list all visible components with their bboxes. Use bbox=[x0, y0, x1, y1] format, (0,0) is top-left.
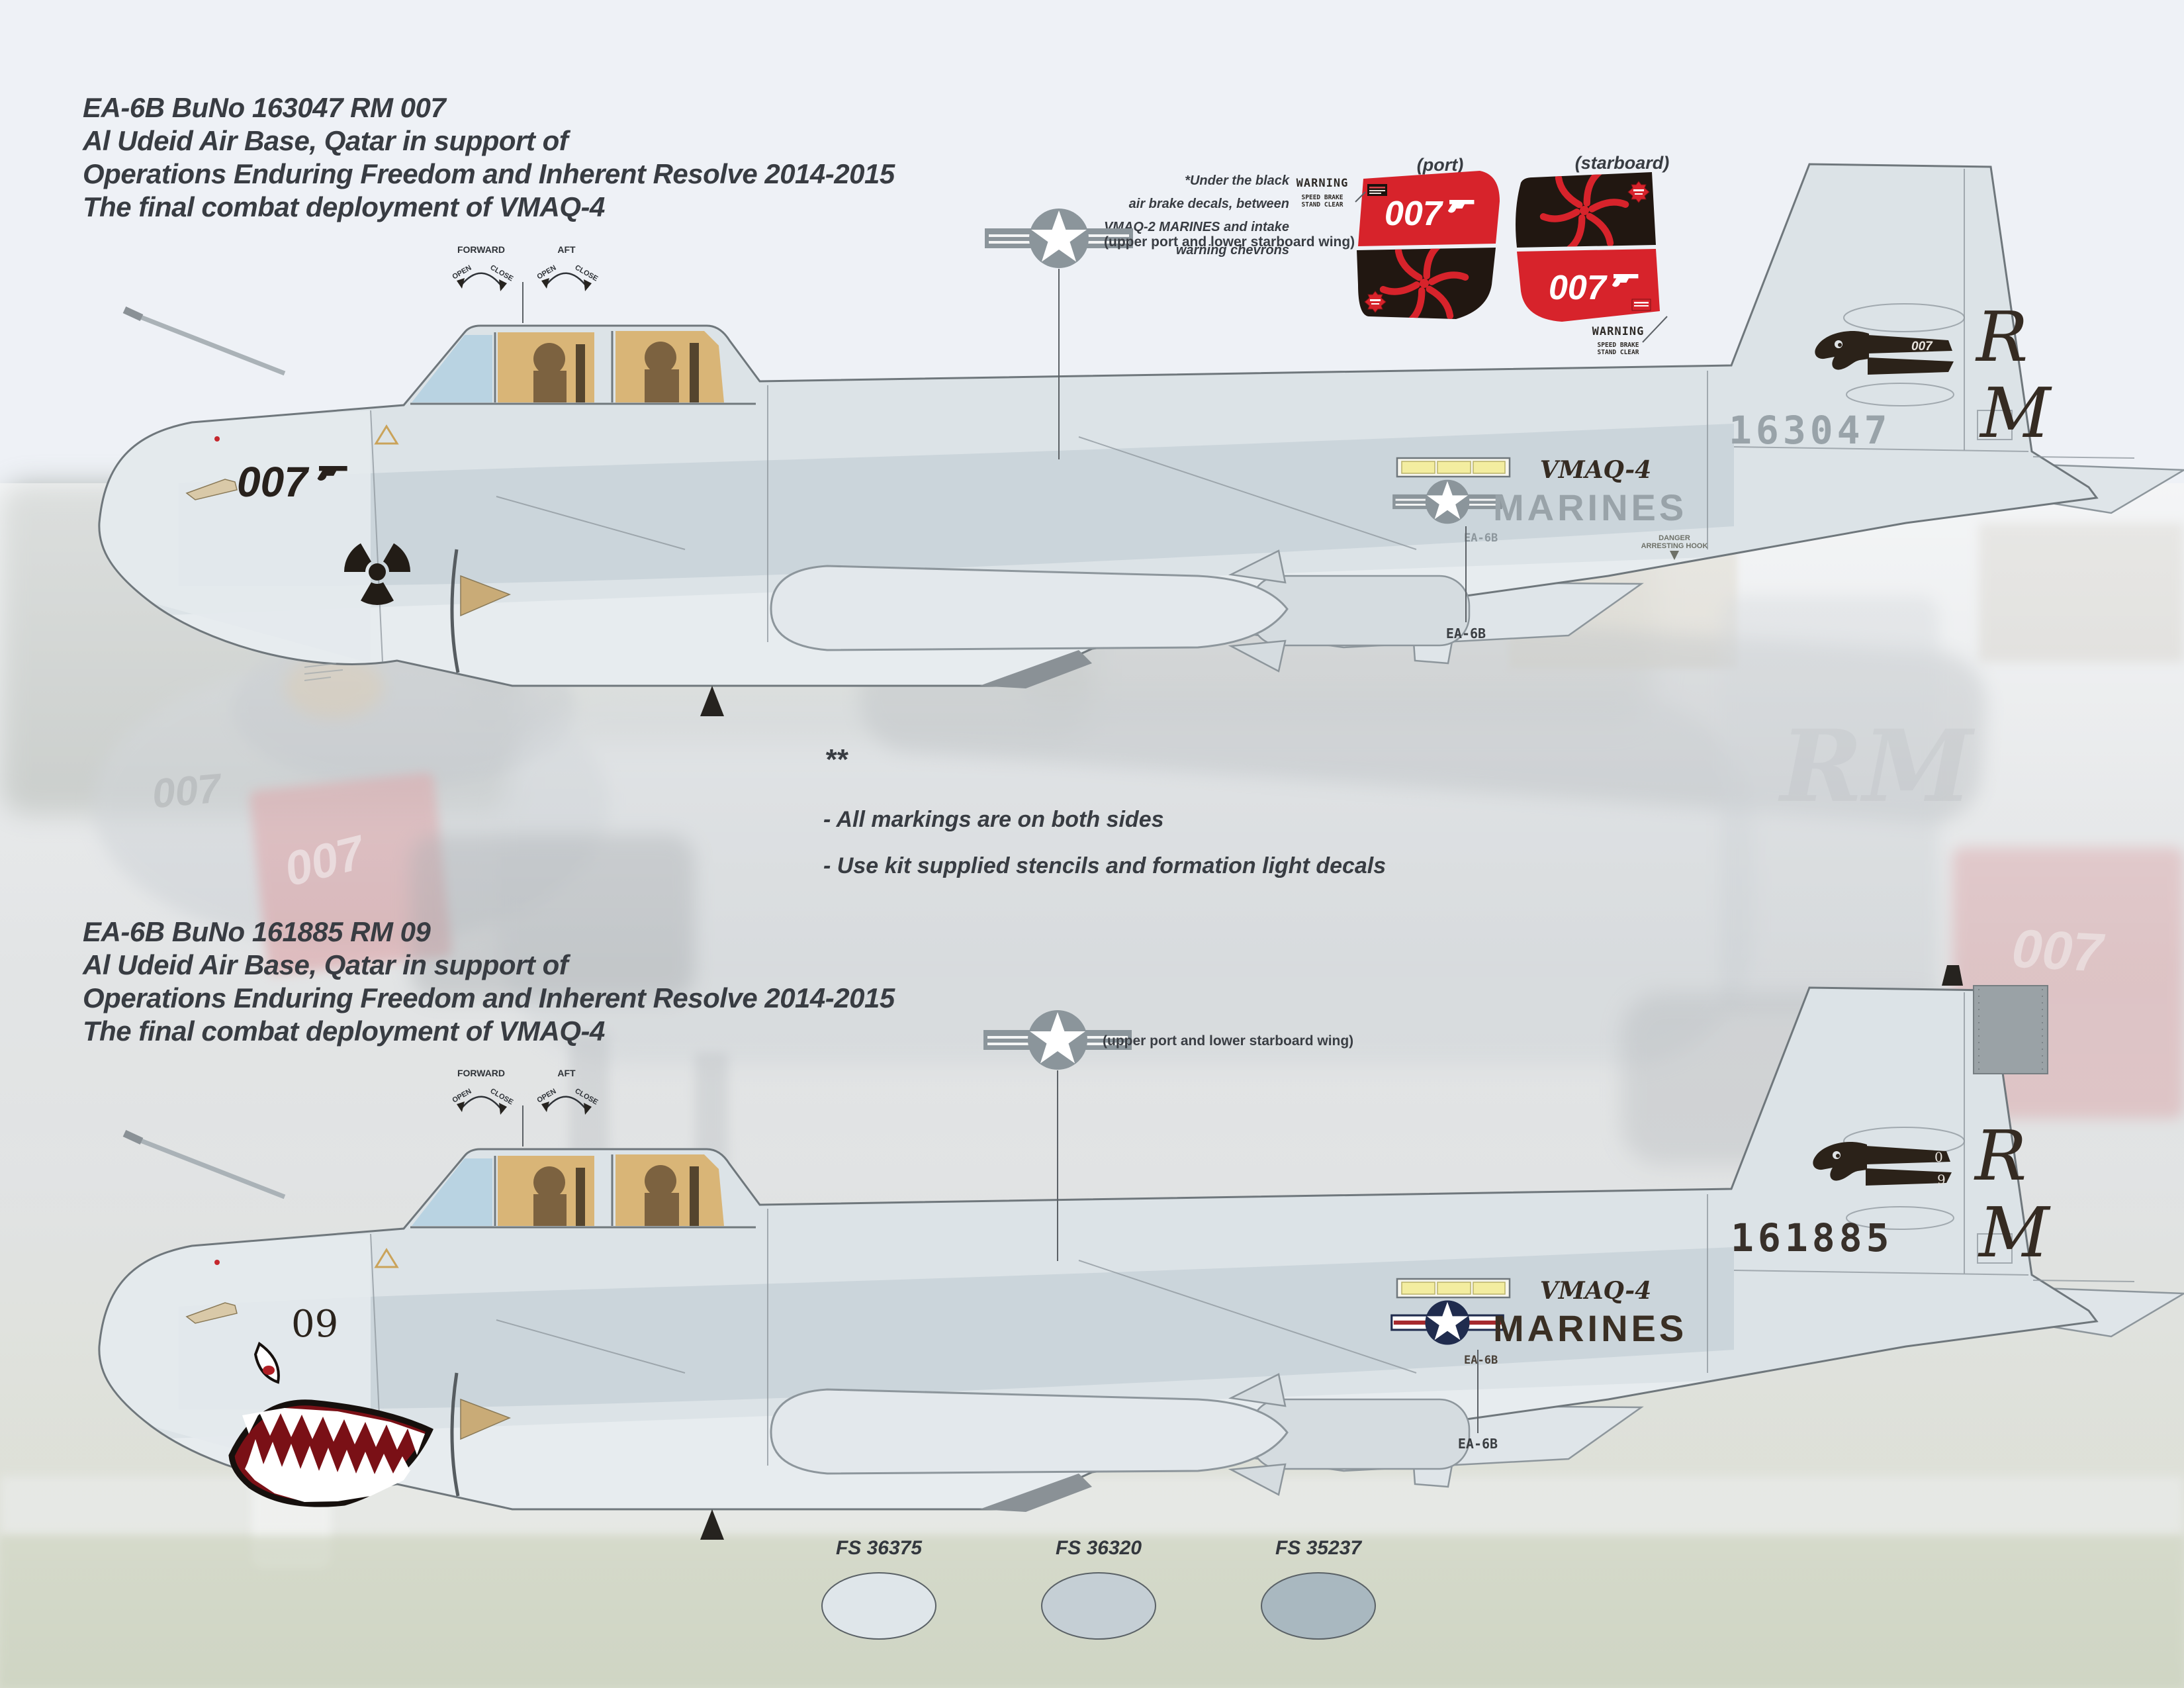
fs-color-swatches: FS 36375 FS 36320 FS 35237 bbox=[821, 1537, 1376, 1640]
squadron-text: VMAQ-4 bbox=[1540, 1277, 1651, 1305]
close-label: CLOSE bbox=[574, 1087, 600, 1106]
notes-asterisks: ** bbox=[825, 743, 848, 776]
tail-code-m: M bbox=[1978, 1192, 2051, 1273]
canopy-markings-top: FORWARD OPEN CLOSE AFT OPEN CLOSE bbox=[451, 244, 600, 323]
eagle-logo-icon: 007 bbox=[1815, 331, 1954, 375]
port-barrel-swirl bbox=[1379, 248, 1469, 319]
port-warning-burst bbox=[1364, 291, 1387, 313]
type-callout-text: EA-6B bbox=[1446, 626, 1486, 641]
speed-brake-decals: (port) (starboard) 007 bbox=[1355, 153, 1670, 343]
fin-gray-patch bbox=[1942, 965, 2048, 1074]
wing-note-text: (upper port and lower starboard wing) bbox=[1104, 234, 1355, 250]
radiation-symbol-icon bbox=[344, 543, 410, 605]
starboard-bond-text: 007 bbox=[1549, 269, 1639, 307]
wing-insignia-callout-1: (upper port and lower starboard wing) bbox=[985, 209, 1355, 459]
notes-line2: - Use kit supplied stencils and formatio… bbox=[823, 853, 1387, 878]
svg-text:DANGER: DANGER bbox=[1659, 534, 1690, 542]
warning-label-bottom: WARNING SPEED BRAKE STAND CLEAR bbox=[1592, 325, 1645, 357]
svg-text:ARRESTING HOOK: ARRESTING HOOK bbox=[1641, 542, 1708, 550]
fin-tip-antenna bbox=[1942, 965, 1963, 986]
starboard-barrel-swirl bbox=[1539, 172, 1629, 248]
formation-light-strip bbox=[1396, 457, 1511, 478]
starboard-warning-box bbox=[1631, 299, 1651, 311]
wing-insignia-callout-2: (upper port and lower starboard wing) bbox=[983, 1010, 1353, 1261]
header-block-2: EA-6B BuNo 161885 RM 09 Al Udeid Air Bas… bbox=[83, 915, 895, 1048]
port-bond-text: 007 bbox=[1385, 195, 1475, 233]
starboard-decal: 007 bbox=[1516, 172, 1660, 322]
tail-code-r: R bbox=[1975, 297, 2028, 377]
aft-label: AFT bbox=[557, 1068, 576, 1078]
header1-line3: Operations Enduring Freedom and Inherent… bbox=[83, 158, 895, 189]
header1-line4: The final combat deployment of VMAQ-4 bbox=[83, 191, 605, 222]
open-label: OPEN bbox=[451, 1088, 473, 1105]
hook-warning: DANGER ARRESTING HOOK bbox=[1641, 534, 1708, 560]
type-small-text: EA-6B bbox=[1464, 1354, 1498, 1367]
close-label: CLOSE bbox=[574, 263, 600, 283]
warning-label-left: WARNING SPEED BRAKE STAND CLEAR bbox=[1296, 177, 1349, 209]
starboard-warning-burst bbox=[1627, 181, 1650, 203]
lower-teeth bbox=[245, 1439, 421, 1502]
modex-text: 007 bbox=[237, 458, 310, 506]
swatch-fs36320: FS 36320 bbox=[1041, 1537, 1156, 1640]
swatch-label: FS 36320 bbox=[1056, 1537, 1142, 1559]
eagle-num-top: 0 bbox=[1934, 1149, 1943, 1165]
swatch-fs35237: FS 35237 bbox=[1261, 1537, 1376, 1640]
tail-code-m: M bbox=[1979, 373, 2052, 453]
service-text: MARINES bbox=[1493, 487, 1687, 528]
nose-modex-007: 007 bbox=[237, 458, 347, 506]
swatch-color bbox=[821, 1572, 936, 1640]
header2-line2: Al Udeid Air Base, Qatar in support of bbox=[83, 949, 569, 980]
svg-text:007: 007 bbox=[1549, 269, 1608, 307]
service-text: MARINES bbox=[1493, 1307, 1687, 1349]
warning-leader-left bbox=[1355, 191, 1366, 203]
shark-eye bbox=[253, 1341, 280, 1384]
aft-label: AFT bbox=[557, 244, 576, 255]
nose-modex-09: 09 bbox=[291, 1303, 338, 1346]
close-label: CLOSE bbox=[489, 1087, 515, 1106]
buno-text: 161885 bbox=[1731, 1215, 1893, 1260]
swatch-color bbox=[1041, 1572, 1156, 1640]
eagle-text: 007 bbox=[1911, 340, 1933, 353]
starboard-label: (starboard) bbox=[1575, 153, 1670, 173]
notes-line1: - All markings are on both sides bbox=[823, 807, 1164, 832]
formation-light-strip bbox=[1396, 1278, 1511, 1299]
svg-text:007: 007 bbox=[1385, 195, 1443, 233]
swatch-color bbox=[1261, 1572, 1376, 1640]
squadron-text: VMAQ-4 bbox=[1540, 456, 1651, 484]
header1-line1: EA-6B BuNo 163047 RM 007 bbox=[83, 92, 446, 123]
open-label: OPEN bbox=[536, 1088, 558, 1105]
forward-label: FORWARD bbox=[457, 244, 505, 255]
open-label: OPEN bbox=[536, 264, 558, 281]
header1-line2: Al Udeid Air Base, Qatar in support of bbox=[83, 125, 569, 156]
aircraft-profile-161885: FORWARD OPEN CLOSE AFT OPEN CLOSE 09 VMA… bbox=[86, 965, 2184, 1571]
eagle-num-bottom: 9 bbox=[1937, 1172, 1946, 1188]
wing-note-text: (upper port and lower starboard wing) bbox=[1103, 1033, 1353, 1049]
swatch-label: FS 36375 bbox=[836, 1537, 923, 1559]
buno-text: 163047 bbox=[1729, 408, 1891, 453]
warning-leader-bottom bbox=[1642, 316, 1668, 343]
eagle-logo-icon: 0 9 bbox=[1813, 1142, 1952, 1188]
aircraft-profile-163047: FORWARD OPEN CLOSE AFT OPEN CLOSE 007 VM… bbox=[86, 152, 2184, 748]
type-small-text: EA-6B bbox=[1464, 532, 1498, 545]
decal-note: *Under the black air brake decals, betwe… bbox=[1103, 173, 1289, 258]
swatch-label: FS 35237 bbox=[1275, 1537, 1362, 1559]
port-warning-box bbox=[1367, 184, 1387, 196]
open-label: OPEN bbox=[451, 264, 473, 281]
type-callout-text: EA-6B bbox=[1458, 1436, 1498, 1452]
header2-line4: The final combat deployment of VMAQ-4 bbox=[83, 1015, 605, 1047]
close-label: CLOSE bbox=[489, 263, 515, 283]
canopy-markings-bottom: FORWARD OPEN CLOSE AFT OPEN CLOSE bbox=[451, 1068, 600, 1147]
upper-teeth bbox=[242, 1408, 425, 1455]
swatch-fs36375: FS 36375 bbox=[821, 1537, 936, 1640]
header-block-1: EA-6B BuNo 163047 RM 007 Al Udeid Air Ba… bbox=[83, 91, 895, 224]
port-decal: 007 bbox=[1357, 171, 1500, 319]
port-label: (port) bbox=[1417, 155, 1463, 175]
forward-label: FORWARD bbox=[457, 1068, 505, 1078]
header2-line1: EA-6B BuNo 161885 RM 09 bbox=[83, 916, 431, 947]
shark-mouth bbox=[228, 1399, 433, 1507]
header2-line3: Operations Enduring Freedom and Inherent… bbox=[83, 982, 895, 1013]
tail-code-r: R bbox=[1974, 1115, 2026, 1196]
